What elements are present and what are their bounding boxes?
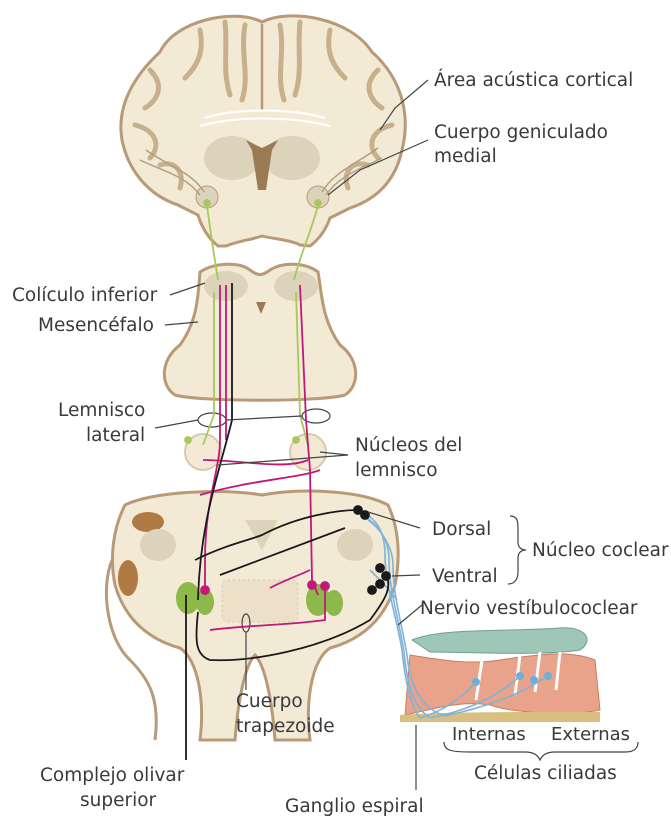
- label-cuerpo-geniculado-1: Cuerpo geniculado: [434, 122, 608, 143]
- label-complejo-1: Complejo olivar: [40, 765, 185, 786]
- label-area-acustica: Área acústica cortical: [434, 69, 633, 91]
- black-cell-6: [368, 586, 376, 594]
- label-cuerpo-trap-1: Cuerpo: [236, 691, 303, 712]
- midbrain-outline: [164, 264, 355, 400]
- brainstem-gray-right: [337, 529, 373, 561]
- green-cell-3: [185, 437, 191, 443]
- label-nucleo-coclear: Núcleo coclear: [532, 540, 669, 561]
- label-externas: Externas: [551, 724, 630, 745]
- label-nucleos-1: Núcleos del: [355, 435, 462, 456]
- black-cell-5: [376, 580, 384, 588]
- black-cell-4: [382, 572, 390, 580]
- brainstem-gray-left: [140, 529, 176, 561]
- thalamus-left: [204, 136, 260, 180]
- green-cell-2: [315, 200, 321, 206]
- midbrain-section: [164, 264, 355, 400]
- brainstem-brown-patch-2: [118, 560, 138, 596]
- basilar-membrane: [400, 712, 600, 722]
- label-internas: Internas: [452, 724, 526, 745]
- label-ganglio: Ganglio espiral: [285, 796, 424, 817]
- magenta-cell-2: [308, 581, 316, 589]
- thalamus-right: [264, 136, 320, 180]
- label-mesencefalo: Mesencéfalo: [38, 315, 154, 336]
- black-cell-3: [376, 564, 384, 572]
- magenta-cell-1: [201, 586, 209, 594]
- brainstem-brown-patch-1: [132, 512, 164, 532]
- label-cuerpo-geniculado-2: medial: [434, 146, 497, 167]
- label-lemnisco-1: Lemnisco: [58, 400, 145, 421]
- label-celulas: Células ciliadas: [474, 763, 617, 784]
- label-nucleos-2: lemnisco: [355, 460, 438, 481]
- green-cell-4: [293, 437, 299, 443]
- reticular-formation: [222, 580, 298, 622]
- label-ventral: Ventral: [432, 566, 498, 587]
- green-cell-1: [204, 200, 210, 206]
- nucleo-coclear-brace: [508, 516, 526, 584]
- label-coliculo: Colículo inferior: [12, 285, 158, 306]
- label-complejo-2: superior: [80, 790, 157, 811]
- black-cell-2: [361, 511, 369, 519]
- label-cuerpo-trap-2: trapezoide: [236, 716, 335, 737]
- superior-olive-left: [176, 582, 200, 614]
- organ-of-corti: [405, 654, 600, 715]
- label-nervio: Nervio vestíbulococlear: [420, 598, 638, 619]
- tectorial-membrane: [412, 628, 587, 653]
- label-dorsal: Dorsal: [432, 519, 491, 540]
- superior-olive-right-2: [325, 590, 343, 616]
- cerebrum-section: [121, 16, 405, 246]
- label-lemnisco-2: lateral: [86, 425, 145, 446]
- magenta-cell-3: [321, 582, 329, 590]
